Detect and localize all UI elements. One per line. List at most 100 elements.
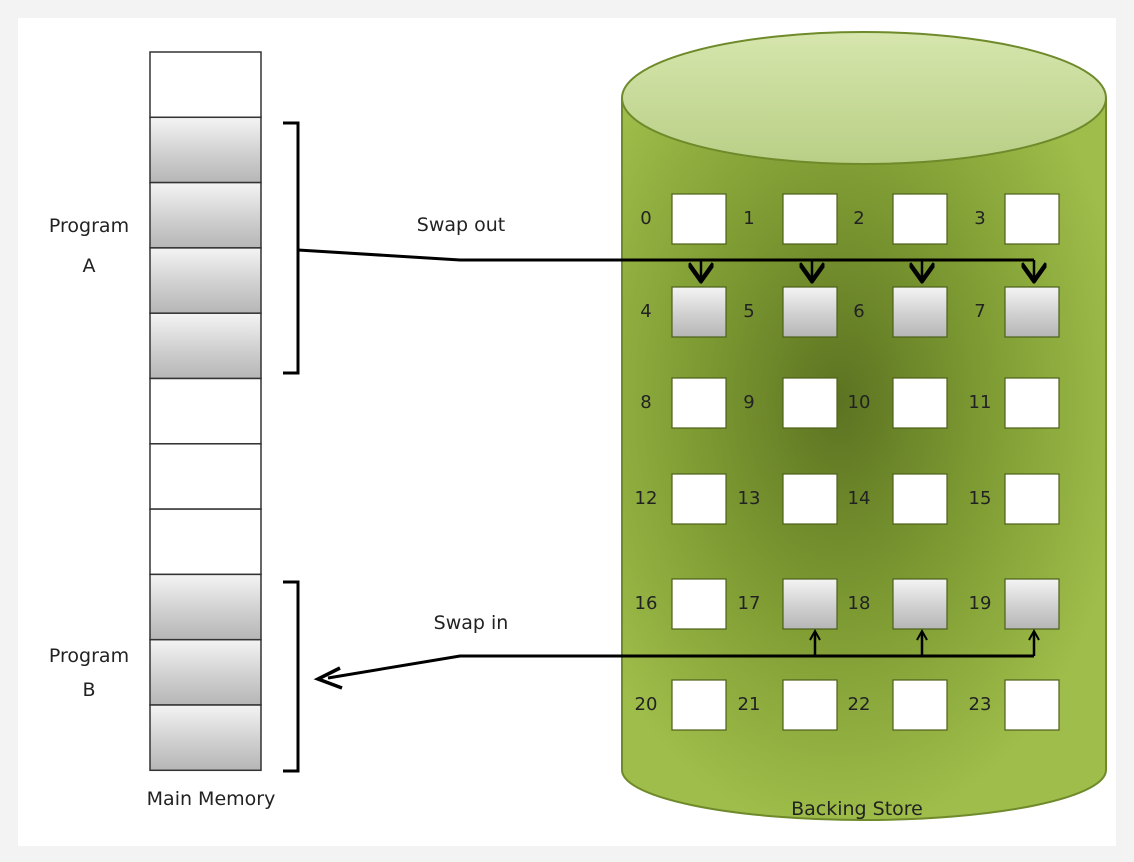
memory-cell-empty: [149, 51, 262, 119]
swap-in-label: Swap in: [434, 612, 509, 634]
cylinder-top: [621, 31, 1107, 165]
slot-box-empty: [782, 679, 838, 731]
slot-number: 23: [969, 694, 992, 715]
swap-in-riser-17-head: [809, 628, 821, 641]
slot-box-filled: [892, 286, 948, 338]
memory-cell-program-a: [149, 312, 262, 380]
backing-slot: 10: [848, 377, 948, 429]
backing-slot: 12: [635, 473, 727, 525]
slot-box-filled: [892, 578, 948, 630]
backing-slot: 18: [848, 578, 948, 630]
backing-slot: 1: [743, 193, 838, 245]
program-b-brace: [283, 580, 300, 773]
slot-number: 17: [738, 593, 761, 614]
slot-number: 6: [853, 301, 864, 322]
backing-slot: 3: [974, 193, 1060, 245]
swap-out-label: Swap out: [417, 214, 505, 236]
slot-number: 18: [848, 593, 871, 614]
slot-box-empty: [892, 377, 948, 429]
slot-number: 22: [848, 694, 871, 715]
main-memory-label: Main Memory: [147, 788, 276, 810]
slot-box-empty: [782, 473, 838, 525]
slot-box-empty: [671, 578, 727, 630]
slot-number: 7: [974, 301, 985, 322]
swap-in-arrows: [313, 628, 1040, 690]
slot-number: 15: [969, 488, 992, 509]
slot-box-filled: [1004, 286, 1060, 338]
main-memory-column: [149, 51, 262, 772]
slot-box-filled: [671, 286, 727, 338]
swap-in-riser-19-head: [1028, 628, 1040, 641]
backing-slot: 6: [853, 286, 948, 338]
slot-number: 9: [743, 392, 754, 413]
slot-box-filled: [782, 286, 838, 338]
backing-slot: 2: [853, 193, 948, 245]
swap-out-arrows: [297, 248, 1034, 281]
slot-number: 1: [743, 208, 754, 229]
backing-slot: 4: [640, 286, 727, 338]
slot-box-empty: [1004, 377, 1060, 429]
slot-number: 20: [635, 694, 658, 715]
slot-box-empty: [1004, 473, 1060, 525]
slot-number: 2: [853, 208, 864, 229]
backing-slot: 19: [969, 578, 1060, 630]
backing-store-cylinder: [621, 31, 1107, 821]
backing-slot: 8: [640, 377, 727, 429]
memory-cell-program-b: [149, 638, 262, 706]
slot-number: 19: [969, 593, 992, 614]
slot-box-empty: [782, 193, 838, 245]
swap-in-line: [327, 654, 1034, 680]
swap-out-line: [297, 248, 1034, 262]
slot-number: 12: [635, 488, 658, 509]
slot-box-empty: [671, 473, 727, 525]
memory-cell-program-b: [149, 704, 262, 772]
backing-slot: 20: [635, 679, 727, 731]
slot-box-empty: [671, 679, 727, 731]
slot-number: 4: [640, 301, 651, 322]
slot-box-empty: [1004, 193, 1060, 245]
slot-number: 5: [743, 301, 754, 322]
slot-number: 16: [635, 593, 658, 614]
slot-number: 13: [738, 488, 761, 509]
slot-box-filled: [1004, 578, 1060, 630]
slot-box-empty: [671, 377, 727, 429]
swap-in-arrowhead: [313, 666, 343, 690]
program-a-label-line2: A: [83, 255, 96, 277]
slot-box-empty: [892, 193, 948, 245]
slot-number: 11: [969, 392, 992, 413]
backing-slot: 17: [738, 578, 838, 630]
memory-cell-empty: [149, 377, 262, 445]
backing-slot: 9: [743, 377, 838, 429]
backing-slot: 13: [738, 473, 838, 525]
slot-box-empty: [892, 473, 948, 525]
backing-store-label: Backing Store: [791, 798, 923, 820]
slot-box-empty: [671, 193, 727, 245]
swap-in-riser-18-head: [916, 628, 928, 641]
slot-box-empty: [782, 377, 838, 429]
memory-cell-program-a: [149, 116, 262, 184]
memory-cell-empty: [149, 508, 262, 576]
backing-slot: 0: [640, 193, 727, 245]
program-b-label-line2: B: [82, 679, 95, 701]
slot-number: 21: [738, 694, 761, 715]
backing-slot: 14: [848, 473, 948, 525]
backing-slot: 11: [969, 377, 1060, 429]
slot-number: 14: [848, 488, 871, 509]
slot-number: 10: [848, 392, 871, 413]
slot-number: 3: [974, 208, 985, 229]
memory-cell-program-a: [149, 181, 262, 249]
slot-number: 0: [640, 208, 651, 229]
program-b-label-line1: Program: [49, 645, 129, 667]
backing-slot: 21: [738, 679, 838, 731]
slot-box-empty: [892, 679, 948, 731]
backing-slot: 15: [969, 473, 1060, 525]
memory-cell-program-a: [149, 247, 262, 314]
backing-slot: 7: [974, 286, 1060, 338]
backing-slot: 23: [969, 679, 1060, 731]
backing-slot: 5: [743, 286, 838, 338]
slot-box-filled: [782, 578, 838, 630]
memory-cell-program-b: [149, 573, 262, 641]
